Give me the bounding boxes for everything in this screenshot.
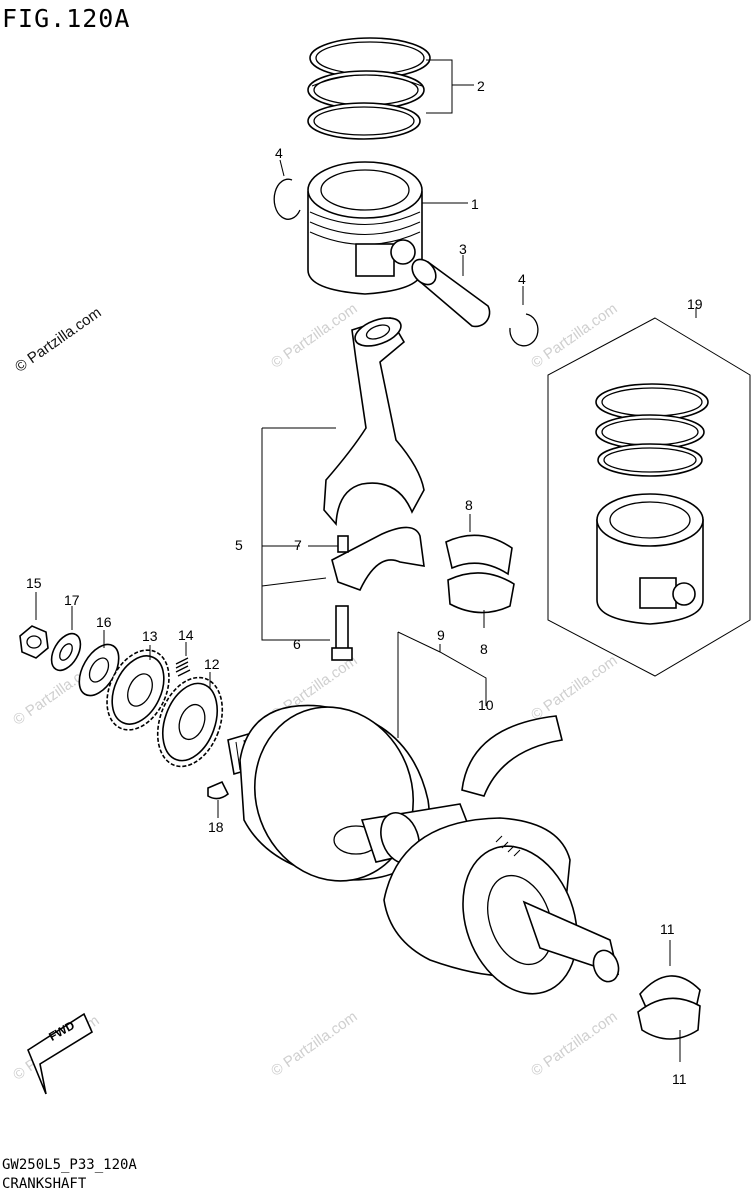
piston — [307, 161, 423, 295]
model-code: GW250L5_P33_120A — [2, 1157, 137, 1173]
piston-rings — [307, 37, 431, 140]
crankshaft — [227, 704, 620, 995]
thrust-washer — [461, 715, 563, 797]
callout-14: 14 — [178, 627, 194, 643]
callout-17: 17 — [64, 592, 80, 608]
piston-set — [595, 383, 709, 625]
rod-bearing-lower — [447, 572, 515, 614]
rod-bolt — [331, 605, 353, 661]
callout-8: 8 — [480, 641, 488, 657]
main-bearing-lower — [637, 997, 701, 1040]
piston-set-boundary — [547, 317, 751, 677]
callout-4: 4 — [275, 145, 283, 161]
woodruff-key — [207, 780, 230, 800]
fwd-arrow-icon — [27, 1012, 94, 1095]
callout-11: 11 — [660, 921, 675, 937]
callout-19: 19 — [687, 296, 703, 312]
callout-4: 4 — [518, 271, 526, 287]
figure-title: FIG.120A — [2, 4, 131, 33]
callout-12: 12 — [204, 656, 220, 672]
callout-15: 15 — [26, 575, 42, 591]
callout-13: 13 — [142, 628, 158, 644]
piston-pin — [411, 255, 491, 328]
callout-9: 9 — [437, 627, 445, 643]
callout-11: 11 — [672, 1071, 687, 1087]
callout-2: 2 — [477, 78, 485, 94]
washer — [50, 632, 82, 672]
callout-6: 6 — [293, 636, 301, 652]
callout-10: 10 — [478, 697, 494, 713]
figure-caption: CRANKSHAFT — [2, 1176, 87, 1192]
callout-3: 3 — [459, 241, 467, 257]
primary-gear — [156, 676, 224, 768]
rod-bearing-upper — [445, 534, 513, 576]
callout-16: 16 — [96, 614, 112, 630]
nut — [19, 625, 49, 659]
callout-7: 7 — [294, 537, 302, 553]
callout-1: 1 — [471, 196, 479, 212]
callout-5: 5 — [235, 537, 243, 553]
callout-18: 18 — [208, 819, 224, 835]
connecting-rod — [323, 317, 425, 592]
spring — [175, 657, 191, 677]
drive-gear — [106, 649, 170, 731]
callout-8: 8 — [465, 497, 473, 513]
